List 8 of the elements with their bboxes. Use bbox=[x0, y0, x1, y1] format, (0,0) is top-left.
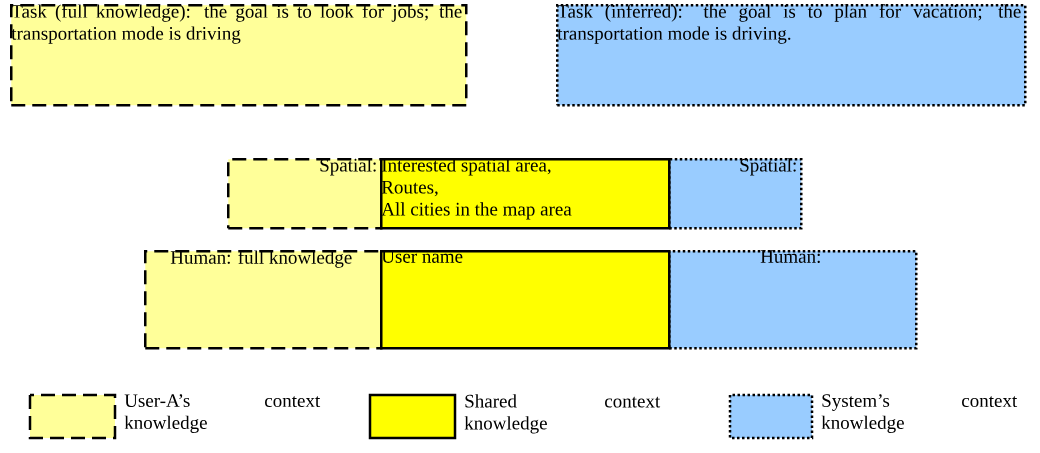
text-box: Task (inferred): the goal is to plan for vacation; the transportation mode is driving. bbox=[556, 4, 1027, 107]
text-box: Interested spatial area, Routes, All cities in the map area bbox=[380, 158, 671, 230]
text-box: Task (full knowledge): the goal is to look for jobs; the transportation mode is driving bbox=[10, 4, 468, 107]
legend-label: System’s context knowledge bbox=[821, 394, 1018, 433]
text-box: Human: bbox=[668, 250, 918, 350]
legend-label: User-A’s context knowledge bbox=[124, 394, 321, 433]
text-box: Spatial: bbox=[668, 158, 803, 230]
legend-label: Shared context knowledge bbox=[464, 394, 661, 434]
